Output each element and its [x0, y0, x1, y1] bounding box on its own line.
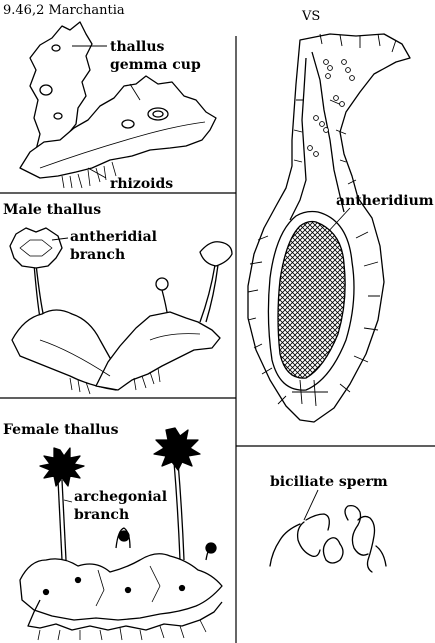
female-thallus-drawing: [19, 427, 223, 641]
male-thallus-drawing: [9, 227, 233, 395]
label-biciliate-sperm: biciliate sperm: [270, 474, 388, 490]
label-archegonial: archegonial: [74, 489, 168, 505]
female-thallus-heading: Female thallus: [3, 422, 119, 438]
sperm-drawing: [269, 504, 387, 573]
male-leaders: [51, 237, 69, 241]
vs-leaders: [325, 207, 351, 235]
male-thallus-heading: Male thallus: [3, 202, 102, 218]
label-branch-male: branch: [70, 247, 126, 263]
label-rhizoids: rhizoids: [110, 176, 174, 192]
label-branch-female: branch: [74, 507, 130, 523]
thallus-drawing: [19, 21, 217, 189]
thallus-leaders: [72, 45, 141, 179]
figure-id-label: 9.46,2 Marchantia: [3, 3, 125, 18]
sperm-leaders: [303, 489, 319, 521]
panel-dividers: [0, 36, 435, 643]
vs-section-drawing: [247, 33, 411, 423]
label-thallus: thallus: [110, 39, 165, 55]
vs-label: VS: [302, 9, 321, 24]
label-antheridial: antheridial: [70, 229, 157, 245]
female-leaders: [63, 499, 73, 503]
label-gemma-cup: gemma cup: [110, 57, 201, 73]
label-antheridium: antheridium: [336, 193, 434, 209]
